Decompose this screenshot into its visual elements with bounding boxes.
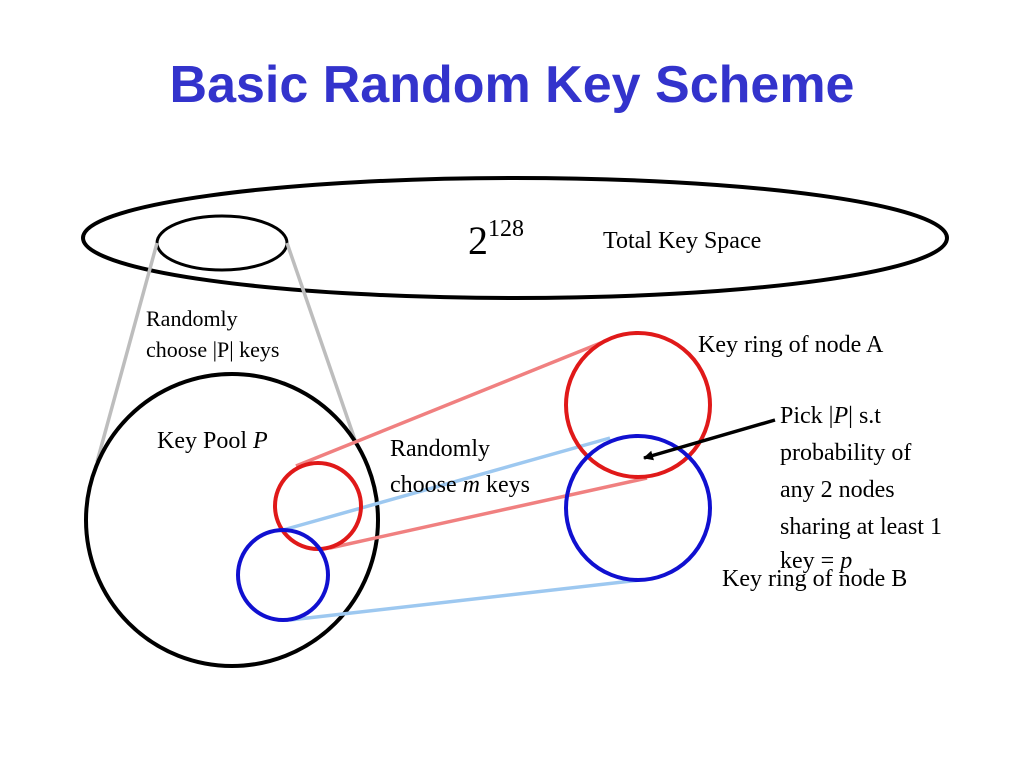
ring-b-connector-top [282, 436, 611, 532]
ring-a-connector-bottom [329, 476, 648, 550]
pool-ring-b [236, 528, 330, 622]
ring-note-line2-post: keys [480, 472, 530, 498]
pick-note: Pick |P| s.t probability of any 2 nodes … [780, 403, 942, 574]
ring-note-line2-pre: choose [390, 472, 463, 498]
ring-a-connector-top [295, 338, 609, 468]
key-space-size: 2128 [468, 216, 524, 263]
key-space-exponent: 128 [488, 216, 524, 242]
key-pool-symbol: P [252, 428, 268, 454]
pool-note: Randomly choose |P| keys [146, 306, 279, 362]
pick-note-l1-pre: Pick | [780, 403, 833, 429]
pick-note-l4: sharing at least 1 [780, 514, 942, 540]
pool-note-line2: choose |P| keys [146, 337, 279, 362]
pick-note-l1-post: | s.t [848, 403, 881, 429]
ring-b-label: Key ring of node B [722, 566, 907, 592]
pool-note-line1: Randomly [146, 306, 238, 331]
pick-note-l5-pre: key = [780, 548, 840, 574]
pool-connector-right [285, 242, 357, 441]
overlap-arrow [643, 418, 776, 461]
key-pool-circle [84, 372, 380, 668]
pool-connector-left [95, 242, 159, 463]
key-pool-label-text: Key Pool [157, 428, 253, 454]
total-key-space-ellipse [81, 176, 949, 300]
total-key-space-label: Total Key Space [603, 228, 761, 254]
key-pool-label: Key Pool P [157, 428, 268, 454]
key-ring-node-a [564, 331, 712, 479]
key-ring-node-b [564, 434, 712, 582]
key-space-base: 2 [468, 218, 488, 263]
ring-note: Randomly choose m keys [0, 0, 548, 498]
pick-note-l2: probability of [780, 440, 911, 466]
slide-title: Basic Random Key Scheme [169, 56, 855, 114]
pick-note-l1-var: P [832, 403, 848, 429]
pick-note-l3: any 2 nodes [780, 477, 895, 503]
pick-note-l5-var: p [838, 548, 852, 574]
pool-selection-ellipse [155, 214, 289, 272]
pool-ring-a [273, 461, 363, 551]
ring-b-connector-bottom [289, 578, 641, 622]
ring-note-var: m [463, 472, 480, 498]
ring-note-line1: Randomly [390, 436, 490, 462]
ring-a-label: Key ring of node A [698, 332, 884, 358]
